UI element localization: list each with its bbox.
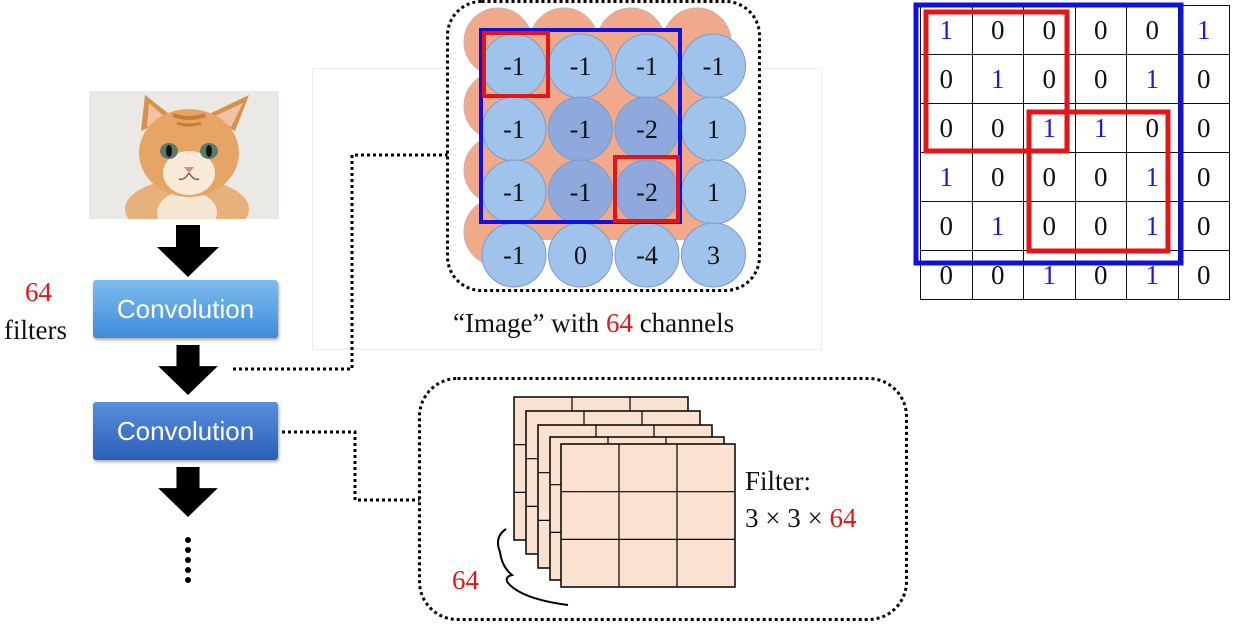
kitten-image	[89, 91, 279, 219]
matrix-cell: 0	[920, 103, 973, 153]
caption-prefix: “Image” with	[453, 308, 606, 338]
matrix-cell: 1	[1023, 250, 1076, 300]
feature-cell-value: -4	[636, 241, 658, 270]
red-cell-box-bottom	[613, 155, 680, 223]
matrix-cell: 0	[1177, 54, 1230, 104]
filter-count-label: 64	[25, 277, 52, 307]
convolution-block-1: Convolution	[93, 280, 278, 338]
feature-cell-value: -1	[503, 115, 525, 144]
matrix-cell: 1	[920, 152, 973, 202]
filter-dims: 3 × 3 ×	[745, 503, 830, 533]
filter-depth: 64	[829, 503, 857, 533]
matrix-cell: 1	[1177, 5, 1230, 55]
feature-cell-value: 1	[707, 115, 720, 144]
matrix-cell: 0	[1023, 201, 1076, 251]
matrix-cell: 1	[1126, 152, 1179, 202]
feature-cell-value: -1	[503, 52, 525, 81]
matrix-cell: 0	[920, 201, 973, 251]
filter-label-line2: 3 × 3 × 64	[745, 503, 856, 534]
matrix-cell: 0	[971, 103, 1024, 153]
matrix-cell: 0	[1074, 201, 1127, 251]
matrix-cell: 0	[920, 250, 973, 300]
filter-diagram	[418, 377, 908, 621]
matrix-cell: 0	[1074, 5, 1127, 55]
matrix-cell: 0	[1023, 54, 1076, 104]
matrix-cell: 1	[1023, 103, 1076, 153]
matrix-cell: 0	[971, 5, 1024, 55]
matrix-cell: 1	[920, 5, 973, 55]
matrix-cell: 0	[1177, 250, 1230, 300]
feature-cell-value: -1	[570, 115, 592, 144]
down-arrow	[157, 225, 219, 277]
matrix-cell: 0	[971, 152, 1024, 202]
feature-cell-value: 0	[574, 241, 587, 270]
matrix-cell: 0	[1126, 5, 1179, 55]
matrix-cell: 0	[1074, 54, 1127, 104]
matrix-cell: 1	[1126, 250, 1179, 300]
matrix-cell: 1	[971, 54, 1024, 104]
matrix-cell: 0	[1023, 5, 1076, 55]
matrix-cell: 1	[971, 201, 1024, 251]
filter-depth-label: 64	[452, 565, 479, 595]
front-channel-layer: -1 -1 -1 -1 -1 -1 -2 1 -1 -1 -2 1 -1 0 -4 3	[481, 33, 746, 288]
red-cell-box-top	[482, 31, 550, 98]
feature-map-diagram: -1 -1 -1 -1 -1 -1 -2 1 -1 -1 -2 1 -1 0 -4 3	[446, 0, 761, 292]
matrix-cell: 0	[1177, 201, 1230, 251]
feature-cell-value: -1	[636, 52, 658, 81]
continuation-dots	[185, 537, 191, 583]
filters-word-label: filters	[4, 315, 67, 345]
feature-cell-value: -1	[503, 241, 525, 270]
matrix-cell: 0	[1177, 103, 1230, 153]
matrix-cell: 1	[1126, 54, 1179, 104]
feature-cell-value: 1	[707, 178, 720, 207]
feature-cell-value: 3	[707, 241, 720, 270]
down-arrow	[158, 345, 218, 395]
matrix-cell: 1	[1074, 103, 1127, 153]
kitten-photo	[89, 91, 279, 219]
down-arrow	[158, 467, 218, 517]
matrix-cell: 0	[1023, 152, 1076, 202]
feature-cell-value: -2	[636, 178, 658, 207]
matrix-cell: 0	[971, 250, 1024, 300]
blue-region-box	[479, 28, 682, 224]
filter-stack	[513, 396, 736, 588]
feature-cell-value: -1	[570, 52, 592, 81]
feature-cell-value: -1	[703, 52, 725, 81]
depth-brace	[497, 528, 569, 606]
matrix-cell: 0	[1177, 152, 1230, 202]
caption-channel-count: 64	[605, 308, 633, 338]
filter-layer	[560, 443, 736, 588]
convolution-block-2: Convolution	[93, 402, 278, 460]
matrix-cell: 0	[920, 54, 973, 104]
feature-cell-value: -1	[570, 178, 592, 207]
matrix-cell: 0	[1074, 152, 1127, 202]
feature-cell-value: -2	[636, 115, 658, 144]
feature-map-caption: “Image” with 64 channels	[453, 308, 734, 339]
matrix-cell: 0	[1074, 250, 1127, 300]
matrix-cell: 1	[1126, 201, 1179, 251]
feature-cell	[681, 222, 746, 288]
filter-label-line1: Filter:	[745, 466, 811, 496]
caption-suffix: channels	[632, 308, 735, 338]
feature-cell-value: -1	[503, 178, 525, 207]
matrix-cell: 0	[1126, 103, 1179, 153]
